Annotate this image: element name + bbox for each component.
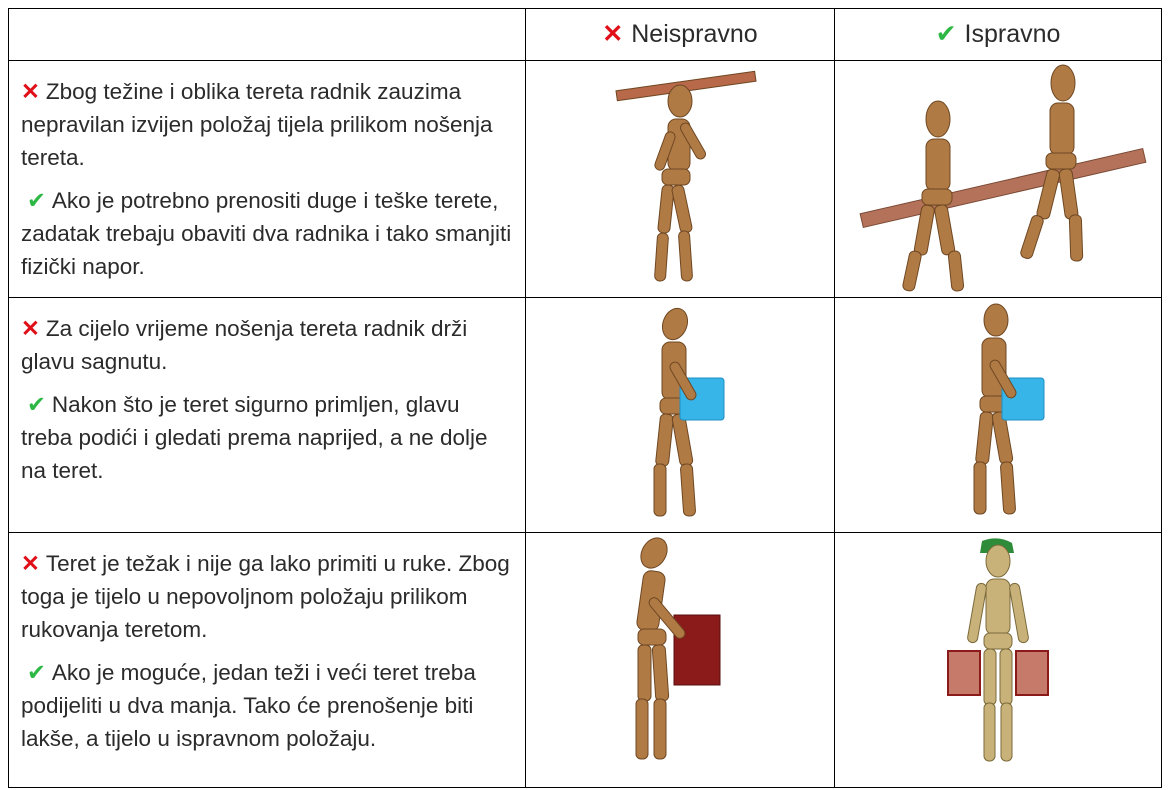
description-cell: ✕Zbog težine i oblika tereta radnik zauz… (8, 59, 526, 298)
comparison-table: ✕Neispravno ✔Ispravno ✕Zbog težine i obl… (8, 8, 1162, 788)
header-right-label: Ispravno (964, 20, 1061, 49)
worker-head-up-carrying-box-illustration (973, 303, 1045, 515)
table-row: ✕Teret je težak i nije ga lako primiti u… (8, 532, 1162, 788)
description-cell: ✕Za cijelo vrijeme nošenja tereta radnik… (8, 296, 526, 534)
wrong-illustration-cell (525, 532, 835, 788)
wrong-illustration-cell (525, 59, 835, 298)
cross-mark-icon: ✕ (602, 20, 624, 49)
header-wrong-label: Neispravno (631, 20, 758, 49)
wrong-description: Za cijelo vrijeme nošenja tereta radnik … (21, 315, 468, 374)
wrong-illustration-cell (525, 296, 835, 534)
worker-head-down-carrying-box-illustration (653, 307, 725, 517)
check-mark-icon: ✔ (27, 187, 46, 213)
wrong-description: Zbog težine i oblika tereta radnik zauzi… (21, 78, 493, 170)
right-description: Ako je potrebno prenositi duge i teške t… (21, 187, 512, 279)
check-mark-icon: ✔ (27, 660, 46, 686)
header-right-cell: ✔Ispravno (834, 8, 1162, 61)
table-row: ✕Za cijelo vrijeme nošenja tereta radnik… (8, 296, 1162, 534)
worker-bent-holding-heavy-load-illustration (635, 537, 721, 760)
description-cell: ✕Teret je težak i nije ga lako primiti u… (8, 532, 526, 788)
right-illustration-cell (834, 296, 1162, 534)
cross-mark-icon: ✕ (21, 78, 40, 104)
cross-mark-icon: ✕ (21, 315, 40, 341)
check-mark-icon: ✔ (27, 391, 46, 417)
right-illustration-cell (834, 59, 1162, 298)
cross-mark-icon: ✕ (21, 551, 40, 577)
header-wrong-cell: ✕Neispravno (525, 8, 835, 61)
header-row: ✕Neispravno ✔Ispravno (8, 8, 1162, 61)
right-description: Nakon što je teret sigurno primljen, gla… (21, 391, 488, 483)
check-mark-icon: ✔ (935, 20, 957, 49)
worker-carrying-two-cases-illustration (947, 538, 1049, 762)
header-empty-cell (8, 8, 526, 61)
wrong-description: Teret je težak i nije ga lako primiti u … (21, 551, 510, 643)
worker-carrying-beam-alone-illustration (615, 70, 757, 282)
right-illustration-cell (834, 532, 1162, 788)
two-workers-carrying-beam-illustration (859, 64, 1147, 292)
right-description: Ako je moguće, jedan teži i veći teret t… (21, 660, 476, 752)
table-row: ✕Zbog težine i oblika tereta radnik zauz… (8, 59, 1162, 298)
